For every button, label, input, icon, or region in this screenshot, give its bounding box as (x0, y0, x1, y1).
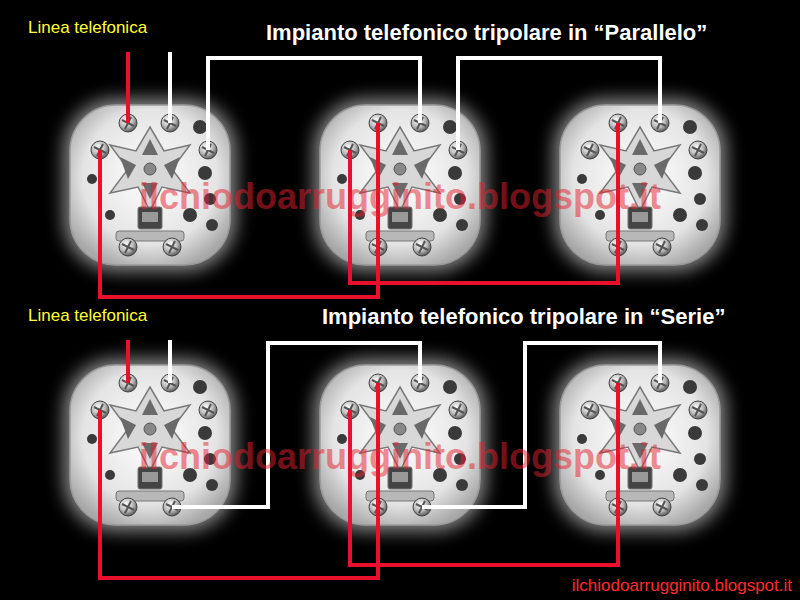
watermark: ilchiodoarrugginito.blogspot.it (139, 176, 661, 217)
wires-series (100, 340, 660, 578)
wires-parallel (100, 52, 660, 297)
watermark: ilchiodoarrugginito.blogspot.it (139, 436, 661, 477)
section-title: Impianto telefonico tripolare in “Serie” (322, 304, 725, 329)
line-label: Linea telefonica (28, 18, 147, 38)
site-credit: ilchiodoarrugginito.blogspot.it (572, 576, 792, 596)
section-title: Impianto telefonico tripolare in “Parall… (266, 20, 707, 45)
line-label: Linea telefonica (28, 306, 147, 326)
